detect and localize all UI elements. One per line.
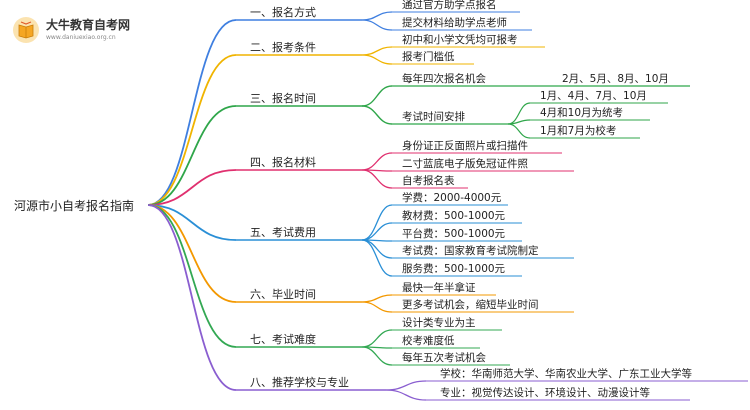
branch-connector (147, 105, 237, 206)
branch-connector (147, 54, 237, 206)
leaf-connector (507, 102, 531, 125)
leaf-connector (507, 119, 531, 125)
branch-connector (147, 204, 237, 348)
leaf-label: 教材费：500-1000元 (402, 209, 506, 222)
branch-connector (147, 204, 237, 391)
brand-url: www.daniuexiao.org.cn (46, 34, 116, 41)
leaf-label: 设计类专业为主 (402, 316, 476, 329)
site-logo: 大牛教育自考网 www.daniuexiao.org.cn (12, 14, 142, 50)
branch-label: 三、报名时间 (250, 91, 316, 105)
leaf-label: 身份证正反面照片或扫描件 (402, 139, 528, 152)
leaf-label: 学校：华南师范大学、华南农业大学、广东工业大学等 (440, 367, 692, 380)
sub-connector (361, 85, 393, 107)
leaf-label: 1月和7月为校考 (540, 124, 616, 137)
root-topic: 河源市小自考报名指南 (14, 198, 134, 213)
leaf-label: 通过官方助学点报名 (402, 0, 497, 11)
leaf-connector (361, 239, 393, 277)
leaf-connector (361, 152, 393, 171)
leaf-label: 1月、4月、7月、10月 (540, 90, 647, 102)
leaf-connector (385, 380, 427, 391)
leaf-connector (361, 294, 393, 303)
branch-label: 七、考试难度 (250, 332, 316, 346)
leaf-label: 报考门槛低 (402, 50, 455, 63)
leaf-connector (385, 389, 427, 401)
leaf-label: 提交材料给助学点老师 (402, 16, 507, 29)
leaf-connector (361, 301, 393, 313)
leaf-connector (361, 169, 393, 189)
leaf-label: 最快一年半拿证 (402, 281, 476, 294)
leaf-label: 学费：2000-4000元 (402, 191, 502, 204)
branch-label: 六、毕业时间 (250, 288, 316, 301)
branch-connector (147, 19, 237, 206)
sub-label: 每年四次报名机会 (402, 72, 486, 85)
leaf-connector (361, 222, 393, 241)
leaf-label: 平台费：500-1000元 (402, 227, 506, 240)
leaf-connector (361, 329, 393, 348)
leaf-connector (361, 346, 393, 366)
brand-name: 大牛教育自考网 (46, 18, 131, 32)
leaf-label: 4月和10月为统考 (540, 106, 623, 119)
leaf-connector (361, 19, 393, 31)
leaf-label: 专业：视觉传达设计、环境设计、动漫设计等 (440, 386, 650, 399)
branch-label: 一、报名方式 (250, 5, 316, 19)
branch-label: 二、报考条件 (250, 40, 316, 54)
leaf-label: 自考报名表 (402, 174, 455, 187)
branch-connector (147, 204, 237, 303)
leaf-label: 更多考试机会，缩短毕业时间 (402, 298, 539, 311)
leaf-connector (361, 11, 393, 21)
book-logo-icon (13, 17, 39, 43)
leaf-label: 每年五次考试机会 (402, 351, 486, 364)
leaf-label: 考试费：国家教育考试院制定 (402, 244, 539, 257)
leaf-connector (361, 204, 393, 241)
branch-connector (147, 204, 237, 241)
sub-connector (361, 105, 393, 125)
leaf-label: 校考难度低 (402, 334, 455, 347)
leaf-connector (361, 239, 393, 259)
branch-label: 五、考试费用 (250, 226, 316, 239)
leaf-label: 2月、5月、8月、10月 (562, 73, 669, 85)
leaf-connector (507, 123, 531, 139)
leaf-connector (361, 54, 393, 65)
branch-connector (147, 169, 237, 206)
leaf-label: 初中和小学文凭均可报考 (402, 33, 518, 46)
branch-label: 八、推荐学校与专业 (250, 375, 349, 389)
sub-label: 考试时间安排 (402, 110, 465, 123)
leaf-label: 服务费：500-1000元 (402, 262, 506, 275)
branch-label: 四、报名材料 (250, 155, 316, 169)
leaf-connector (361, 46, 393, 56)
leaf-label: 二寸蓝底电子版免冠证件照 (402, 157, 528, 170)
